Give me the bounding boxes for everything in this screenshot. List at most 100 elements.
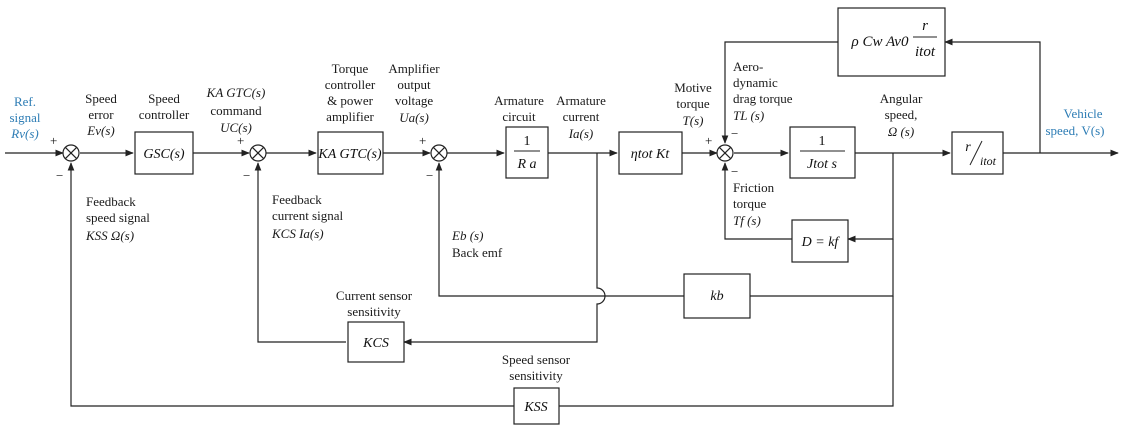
- armature-circuit-block: 1 R a: [505, 126, 549, 179]
- sign-minus-speed-fb: −: [56, 168, 63, 183]
- label-speed-controller: Speed controller: [139, 91, 190, 122]
- label-feedback-speed: Feedback speed signal KSS Ω(s): [85, 194, 150, 243]
- torque-controller-block: KA GTC(s): [317, 131, 384, 175]
- svg-text:sensitivity: sensitivity: [347, 304, 401, 319]
- svg-text:torque: torque: [676, 96, 709, 111]
- svg-text:Armature: Armature: [494, 93, 544, 108]
- svg-text:Tf (s): Tf (s): [733, 213, 761, 228]
- summing-junction-speed: [62, 144, 80, 162]
- svg-text:R a: R a: [516, 157, 536, 172]
- aero-drag-block: ρ Cw Av0 r itot: [837, 7, 946, 77]
- svg-text:1: 1: [524, 134, 531, 149]
- svg-text:KA GTC(s): KA GTC(s): [206, 85, 266, 100]
- svg-text:current: current: [563, 109, 600, 124]
- summing-junction-voltage: [430, 144, 448, 162]
- svg-text:amplifier: amplifier: [326, 109, 374, 124]
- svg-text:T(s): T(s): [683, 113, 704, 128]
- svg-text:KSS: KSS: [523, 400, 547, 415]
- svg-text:Speed sensor: Speed sensor: [502, 352, 571, 367]
- sign-plus-command: +: [237, 133, 244, 148]
- svg-text:Feedback: Feedback: [272, 192, 322, 207]
- label-aero-drag: Aero- dynamic drag torque TL (s): [733, 59, 793, 123]
- wire-friction-out: [721, 162, 792, 240]
- svg-text:Torque: Torque: [332, 61, 369, 76]
- label-feedback-current: Feedback current signal KCS Ia(s): [271, 192, 344, 241]
- svg-text:Ua(s): Ua(s): [399, 110, 429, 125]
- svg-text:KSS Ω(s): KSS Ω(s): [85, 228, 134, 243]
- svg-text:Aero-: Aero-: [733, 59, 763, 74]
- svg-text:Ev(s): Ev(s): [86, 123, 114, 138]
- svg-text:sensitivity: sensitivity: [509, 368, 563, 383]
- label-back-emf: Eb (s) Back emf: [451, 228, 503, 260]
- svg-text:TL (s): TL (s): [733, 108, 764, 123]
- svg-text:Jtot s: Jtot s: [807, 157, 837, 172]
- label-armature-circuit: Armature circuit: [494, 93, 544, 124]
- svg-text:speed signal: speed signal: [86, 210, 150, 225]
- svg-text:drag torque: drag torque: [733, 91, 793, 106]
- svg-text:controller: controller: [139, 107, 190, 122]
- label-ref-signal: Ref. signal Rv(s): [9, 94, 40, 141]
- svg-text:Ω (s): Ω (s): [888, 124, 914, 139]
- svg-text:Back emf: Back emf: [452, 245, 503, 260]
- svg-text:Friction: Friction: [733, 180, 775, 195]
- svg-text:Angular: Angular: [880, 91, 923, 106]
- svg-text:Current sensor: Current sensor: [336, 288, 413, 303]
- svg-text:r: r: [922, 18, 928, 34]
- svg-text:r: r: [965, 140, 971, 155]
- svg-text:speed, V(s): speed, V(s): [1046, 123, 1105, 138]
- svg-text:Ref.: Ref.: [14, 94, 36, 109]
- wire-aero-out: [721, 41, 838, 144]
- svg-text:& power: & power: [327, 93, 374, 108]
- inertia-block: 1 Jtot s: [789, 126, 856, 179]
- svg-text:Amplifier: Amplifier: [388, 61, 440, 76]
- svg-text:itot: itot: [980, 154, 997, 168]
- svg-text:current signal: current signal: [272, 208, 344, 223]
- svg-text:Eb (s): Eb (s): [451, 228, 483, 243]
- label-speed-sensor: Speed sensor sensitivity: [502, 352, 571, 383]
- svg-text:dynamic: dynamic: [733, 75, 778, 90]
- sign-minus-friction: −: [731, 164, 738, 179]
- svg-text:kb: kb: [710, 289, 723, 304]
- svg-text:circuit: circuit: [502, 109, 536, 124]
- wire-aero-return: [944, 38, 1041, 153]
- wire-kss-in: [559, 296, 894, 407]
- current-sensor-block: KCS: [347, 321, 405, 363]
- svg-text:ηtot Kt: ηtot Kt: [631, 147, 671, 162]
- svg-text:KCS: KCS: [362, 336, 389, 351]
- label-current-sensor: Current sensor sensitivity: [336, 288, 413, 319]
- speed-controller-block: GSC(s): [134, 131, 194, 175]
- svg-text:error: error: [88, 107, 114, 122]
- wire-kb-out: [435, 162, 684, 297]
- svg-text:voltage: voltage: [395, 93, 433, 108]
- wire-current-tap: [404, 153, 606, 343]
- svg-text:itot: itot: [915, 44, 936, 60]
- motor-torque-constant-block: ηtot Kt: [618, 131, 683, 175]
- svg-text:KCS Ia(s): KCS Ia(s): [271, 226, 324, 241]
- svg-text:torque: torque: [733, 196, 766, 211]
- summing-junction-current: [249, 144, 267, 162]
- label-vehicle-speed: Vehicle speed, V(s): [1046, 106, 1105, 138]
- svg-text:controller: controller: [325, 77, 376, 92]
- label-amp-output: Amplifier output voltage Ua(s): [388, 61, 440, 125]
- label-command: KA GTC(s) command UC(s): [206, 85, 266, 135]
- label-speed-error: Speed error Ev(s): [85, 91, 117, 138]
- svg-text:Rv(s): Rv(s): [10, 126, 38, 141]
- back-emf-block: kb: [683, 273, 751, 319]
- svg-text:UC(s): UC(s): [220, 120, 252, 135]
- sign-minus-aero: −: [731, 126, 738, 141]
- svg-text:command: command: [210, 103, 262, 118]
- friction-block: D = kf: [791, 219, 849, 263]
- svg-text:ρ Cw Av0: ρ Cw Av0: [851, 34, 909, 50]
- svg-text:Feedback: Feedback: [86, 194, 136, 209]
- wire-kcs-out: [254, 162, 346, 343]
- svg-text:GSC(s): GSC(s): [143, 147, 185, 162]
- speed-sensor-block: KSS: [513, 387, 560, 425]
- label-motive-torque: Motive torque T(s): [674, 80, 712, 128]
- sign-plus-amp: +: [419, 133, 426, 148]
- svg-text:Speed: Speed: [85, 91, 117, 106]
- sign-minus-current-fb: −: [243, 168, 250, 183]
- wire-kss-out: [67, 162, 514, 407]
- summing-junction-torque: [716, 144, 734, 162]
- label-angular-speed: Angular speed, Ω (s): [880, 91, 923, 139]
